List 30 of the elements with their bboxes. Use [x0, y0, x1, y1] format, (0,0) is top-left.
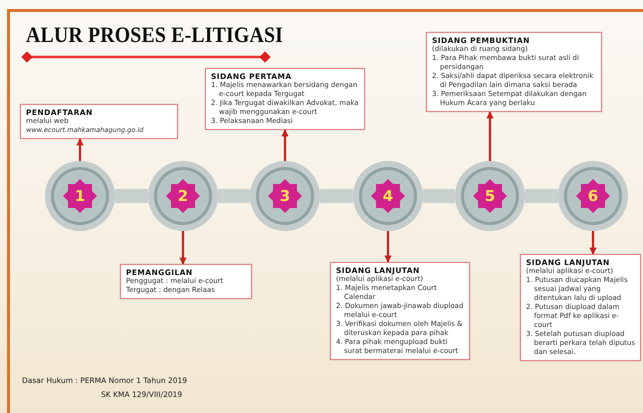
- step-number: 4: [382, 187, 394, 205]
- arrow: [589, 231, 597, 255]
- timeline-connector: [218, 189, 250, 203]
- timeline-connector: [525, 189, 558, 203]
- stage-card: [20, 104, 178, 139]
- arrow: [76, 138, 84, 161]
- step-number: 1: [74, 187, 86, 205]
- step-circle: [556, 159, 630, 233]
- timeline-connector: [423, 189, 455, 203]
- step-number: 5: [484, 187, 496, 205]
- timeline-connector: [115, 189, 148, 203]
- title: ALUR PROSES E-LITIGASI: [26, 22, 284, 48]
- step-number: 6: [588, 187, 598, 205]
- arrow: [486, 111, 494, 161]
- step-circle: [146, 159, 220, 233]
- stage-card: [330, 262, 470, 360]
- step-circle: [453, 159, 527, 233]
- stage-card: [120, 264, 252, 299]
- arrow: [281, 129, 289, 161]
- step-number: 3: [280, 187, 290, 205]
- stage-card: [205, 68, 365, 130]
- timeline-connector: [320, 189, 353, 203]
- stage-card: [520, 254, 641, 361]
- arrow: [384, 231, 392, 263]
- step-number: 2: [178, 187, 188, 205]
- arrow: [179, 231, 187, 265]
- step-circle: [248, 159, 322, 233]
- step-circle: [351, 159, 425, 233]
- stage-card: [426, 32, 602, 112]
- step-circle: [43, 159, 117, 233]
